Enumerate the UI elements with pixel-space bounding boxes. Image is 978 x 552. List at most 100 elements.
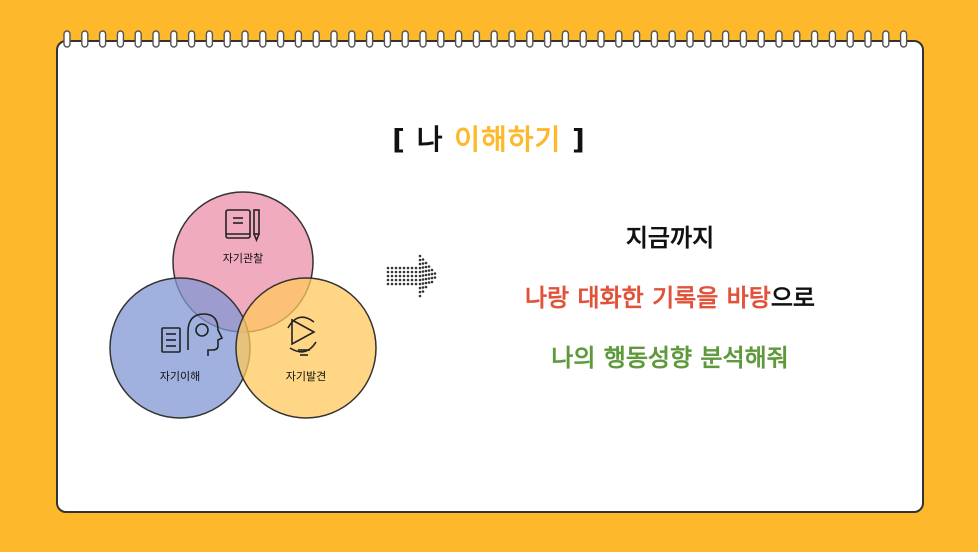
binding-ring bbox=[882, 30, 890, 48]
text-line-1: 지금까지 bbox=[625, 224, 715, 252]
binding-ring bbox=[615, 30, 623, 48]
binding-ring bbox=[721, 30, 730, 48]
venn-circles bbox=[109, 191, 377, 419]
arrow-dot bbox=[410, 274, 414, 278]
binding-ring bbox=[241, 30, 249, 48]
binding-ring bbox=[490, 30, 498, 48]
arrow-dot bbox=[424, 285, 428, 289]
lightbulb-icon bbox=[287, 316, 317, 356]
arrow-dot bbox=[394, 274, 398, 278]
text-line-3: 나의 행동성향 분석해줘 bbox=[551, 344, 789, 372]
binding-ring bbox=[63, 30, 71, 48]
binding-ring bbox=[152, 30, 160, 48]
arrow-dot bbox=[424, 273, 428, 277]
arrow-dot bbox=[430, 276, 434, 280]
binding-ring bbox=[401, 30, 409, 48]
binding-ring bbox=[757, 30, 765, 48]
binding-ring bbox=[561, 30, 570, 48]
binding-ring bbox=[668, 30, 676, 48]
binding-ring bbox=[365, 30, 374, 48]
arrow-dot bbox=[427, 265, 431, 268]
arrow-dot bbox=[386, 278, 390, 282]
venn-label-top: 자기관찰 bbox=[223, 252, 263, 265]
arrow-dot bbox=[424, 261, 428, 265]
arrow-dot bbox=[421, 290, 425, 293]
arrow-dot bbox=[406, 266, 410, 270]
arrow-dot bbox=[421, 270, 425, 273]
arrow-dot bbox=[398, 278, 402, 282]
binding-ring bbox=[579, 30, 587, 48]
arrow-dot bbox=[406, 282, 410, 286]
spiral-binding bbox=[63, 30, 908, 48]
arrow-dot bbox=[390, 266, 394, 270]
binding-ring bbox=[508, 30, 516, 48]
arrow-dot bbox=[427, 281, 431, 284]
arrow-dot bbox=[406, 278, 410, 282]
arrow-dot bbox=[427, 269, 431, 272]
arrow-dot bbox=[421, 286, 425, 289]
arrow-dot bbox=[421, 266, 425, 269]
arrow-dot bbox=[390, 274, 394, 278]
title-suffix: ] bbox=[561, 123, 586, 156]
arrow-dot bbox=[414, 278, 418, 282]
arrow-dot bbox=[406, 274, 410, 278]
text-line-2-red: 나랑 대화한 기록을 바탕 bbox=[524, 284, 771, 312]
arrow-dot bbox=[430, 272, 434, 276]
arrow-dot bbox=[418, 266, 422, 270]
arrow-dot bbox=[410, 278, 414, 282]
venn-circle-right bbox=[235, 277, 377, 419]
binding-ring bbox=[472, 30, 481, 48]
arrow-dot bbox=[402, 278, 406, 282]
arrow-dot bbox=[421, 278, 425, 281]
binding-ring bbox=[864, 30, 872, 48]
binding-ring bbox=[81, 30, 89, 48]
binding-ring bbox=[597, 30, 605, 48]
binding-ring bbox=[632, 30, 641, 48]
arrow-dot bbox=[427, 277, 431, 280]
arrow-dot bbox=[386, 266, 390, 270]
arrow-dot bbox=[398, 270, 402, 274]
arrow-dot bbox=[433, 276, 437, 279]
binding-ring bbox=[828, 30, 837, 48]
binding-ring bbox=[846, 30, 854, 48]
dotted-arrow-right-icon bbox=[386, 254, 437, 298]
arrow-dot bbox=[386, 270, 390, 274]
binding-ring bbox=[116, 30, 125, 48]
arrow-dot bbox=[394, 282, 398, 286]
arrow-dot bbox=[414, 274, 418, 278]
arrow-dot bbox=[421, 274, 425, 277]
binding-ring bbox=[686, 30, 694, 48]
arrow-dot bbox=[418, 290, 422, 294]
binding-ring bbox=[330, 30, 338, 48]
venn-label-right: 자기발견 bbox=[286, 370, 326, 383]
arrow-dot bbox=[410, 282, 414, 286]
arrow-dot bbox=[386, 282, 390, 286]
binding-ring bbox=[312, 30, 320, 48]
binding-ring bbox=[259, 30, 267, 48]
arrow-dot bbox=[406, 270, 410, 274]
binding-ring bbox=[899, 30, 908, 48]
arrow-dot bbox=[402, 266, 406, 270]
binding-ring bbox=[348, 30, 356, 48]
arrow-dot bbox=[430, 268, 434, 272]
arrow-dot bbox=[430, 280, 434, 284]
arrow-dot bbox=[418, 254, 422, 258]
arrow-dot bbox=[402, 274, 406, 278]
text-line-2: 나랑 대화한 기록을 바탕으로 bbox=[420, 278, 920, 313]
arrow-dot bbox=[418, 262, 422, 266]
arrow-dot bbox=[390, 282, 394, 286]
binding-ring bbox=[810, 30, 819, 48]
binding-ring bbox=[294, 30, 303, 48]
arrow-dot bbox=[418, 274, 422, 278]
arrow-dot bbox=[427, 273, 431, 276]
arrow-dot bbox=[418, 278, 422, 282]
book-pencil-icon bbox=[225, 209, 260, 243]
binding-ring bbox=[704, 30, 712, 48]
arrow-dot bbox=[421, 258, 425, 261]
arrow-dot bbox=[414, 270, 418, 274]
title-prefix: [ 나 bbox=[392, 123, 455, 156]
binding-ring bbox=[98, 30, 107, 48]
arrow-dot bbox=[398, 266, 402, 270]
head-gear-icon bbox=[161, 313, 224, 356]
arrow-dot bbox=[424, 269, 428, 273]
